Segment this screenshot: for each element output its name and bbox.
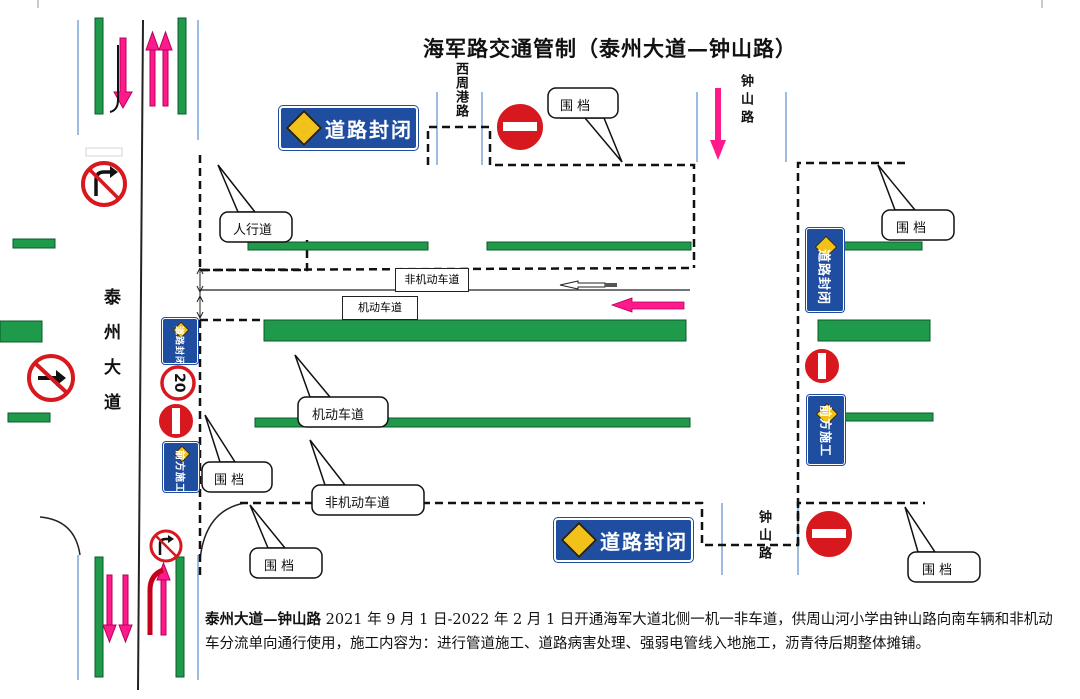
westbound-arrows xyxy=(559,280,685,313)
speed-limit-value: 20 xyxy=(171,373,187,393)
warning-diamond-icon xyxy=(560,521,598,559)
road-closed-small-label: 道路封闭 xyxy=(173,326,184,364)
warning-diamond-icon xyxy=(285,109,323,147)
road-label-zhongshan-top: 钟山路 xyxy=(738,74,753,128)
lane-label-nonmotor: 非机动车道 xyxy=(395,268,469,292)
work-ahead-label: 前方施工 xyxy=(818,405,833,458)
no-turn-signs xyxy=(27,147,183,563)
note-text: 2021 年 9 月 1 日-2022 年 2 月 1 日开通海军大道北侧一机一… xyxy=(205,612,1053,652)
road-label-xizhougang: 西周港路 xyxy=(453,62,468,118)
callouts xyxy=(201,87,981,583)
road-closed-sign-bottom: 道路封闭 xyxy=(553,517,694,563)
callout-motor-lane: 机动车道 xyxy=(312,408,365,423)
callout-fence-bottom-left: 围 档 xyxy=(264,559,295,574)
road-closed-sign-left: 道路封闭 xyxy=(161,317,199,365)
work-ahead-sign-right: 前方施工 xyxy=(806,394,846,466)
callout-fence-left: 围 档 xyxy=(214,473,245,488)
note-lead: 泰州大道—钟山路 xyxy=(205,611,321,628)
fence-outline xyxy=(198,125,925,578)
taizhou-centerline xyxy=(137,19,144,691)
speed-limit-sign xyxy=(160,365,196,401)
road-closed-vertical-label: 道路封闭 xyxy=(815,248,831,305)
work-ahead-sign-left: 前方施工 xyxy=(162,441,200,493)
lane-arrows xyxy=(102,30,173,644)
southbound-arrow xyxy=(710,88,726,160)
callout-fence-top: 围 档 xyxy=(560,99,591,114)
lane-label-motor: 机动车道 xyxy=(342,296,418,320)
road-closed-label: 道路封闭 xyxy=(325,117,413,142)
road-closed-sign-right: 道路封闭 xyxy=(805,227,845,313)
work-ahead-small-label: 前方施工 xyxy=(173,449,185,492)
road-closed-label: 道路封闭 xyxy=(600,529,688,554)
page-title: 海军路交通管制（泰州大道—钟山路） xyxy=(423,36,797,61)
construction-note: 泰州大道—钟山路 2021 年 9 月 1 日-2022 年 2 月 1 日开通… xyxy=(205,608,1065,656)
no-entry-signs xyxy=(157,102,854,559)
callout-fence-right-top: 围 档 xyxy=(896,221,927,236)
road-closed-sign-top: 道路封闭 xyxy=(278,105,419,151)
green-lane-bars xyxy=(0,17,934,678)
road-label-taizhou: 泰州大道 xyxy=(100,288,120,428)
callout-sidewalk: 人行道 xyxy=(233,223,273,238)
callout-nonmotor-lane: 非机动车道 xyxy=(325,496,391,511)
road-label-zhongshan-bottom: 钟山路 xyxy=(756,510,771,564)
callout-fence-bottom-right: 围 档 xyxy=(922,563,953,578)
